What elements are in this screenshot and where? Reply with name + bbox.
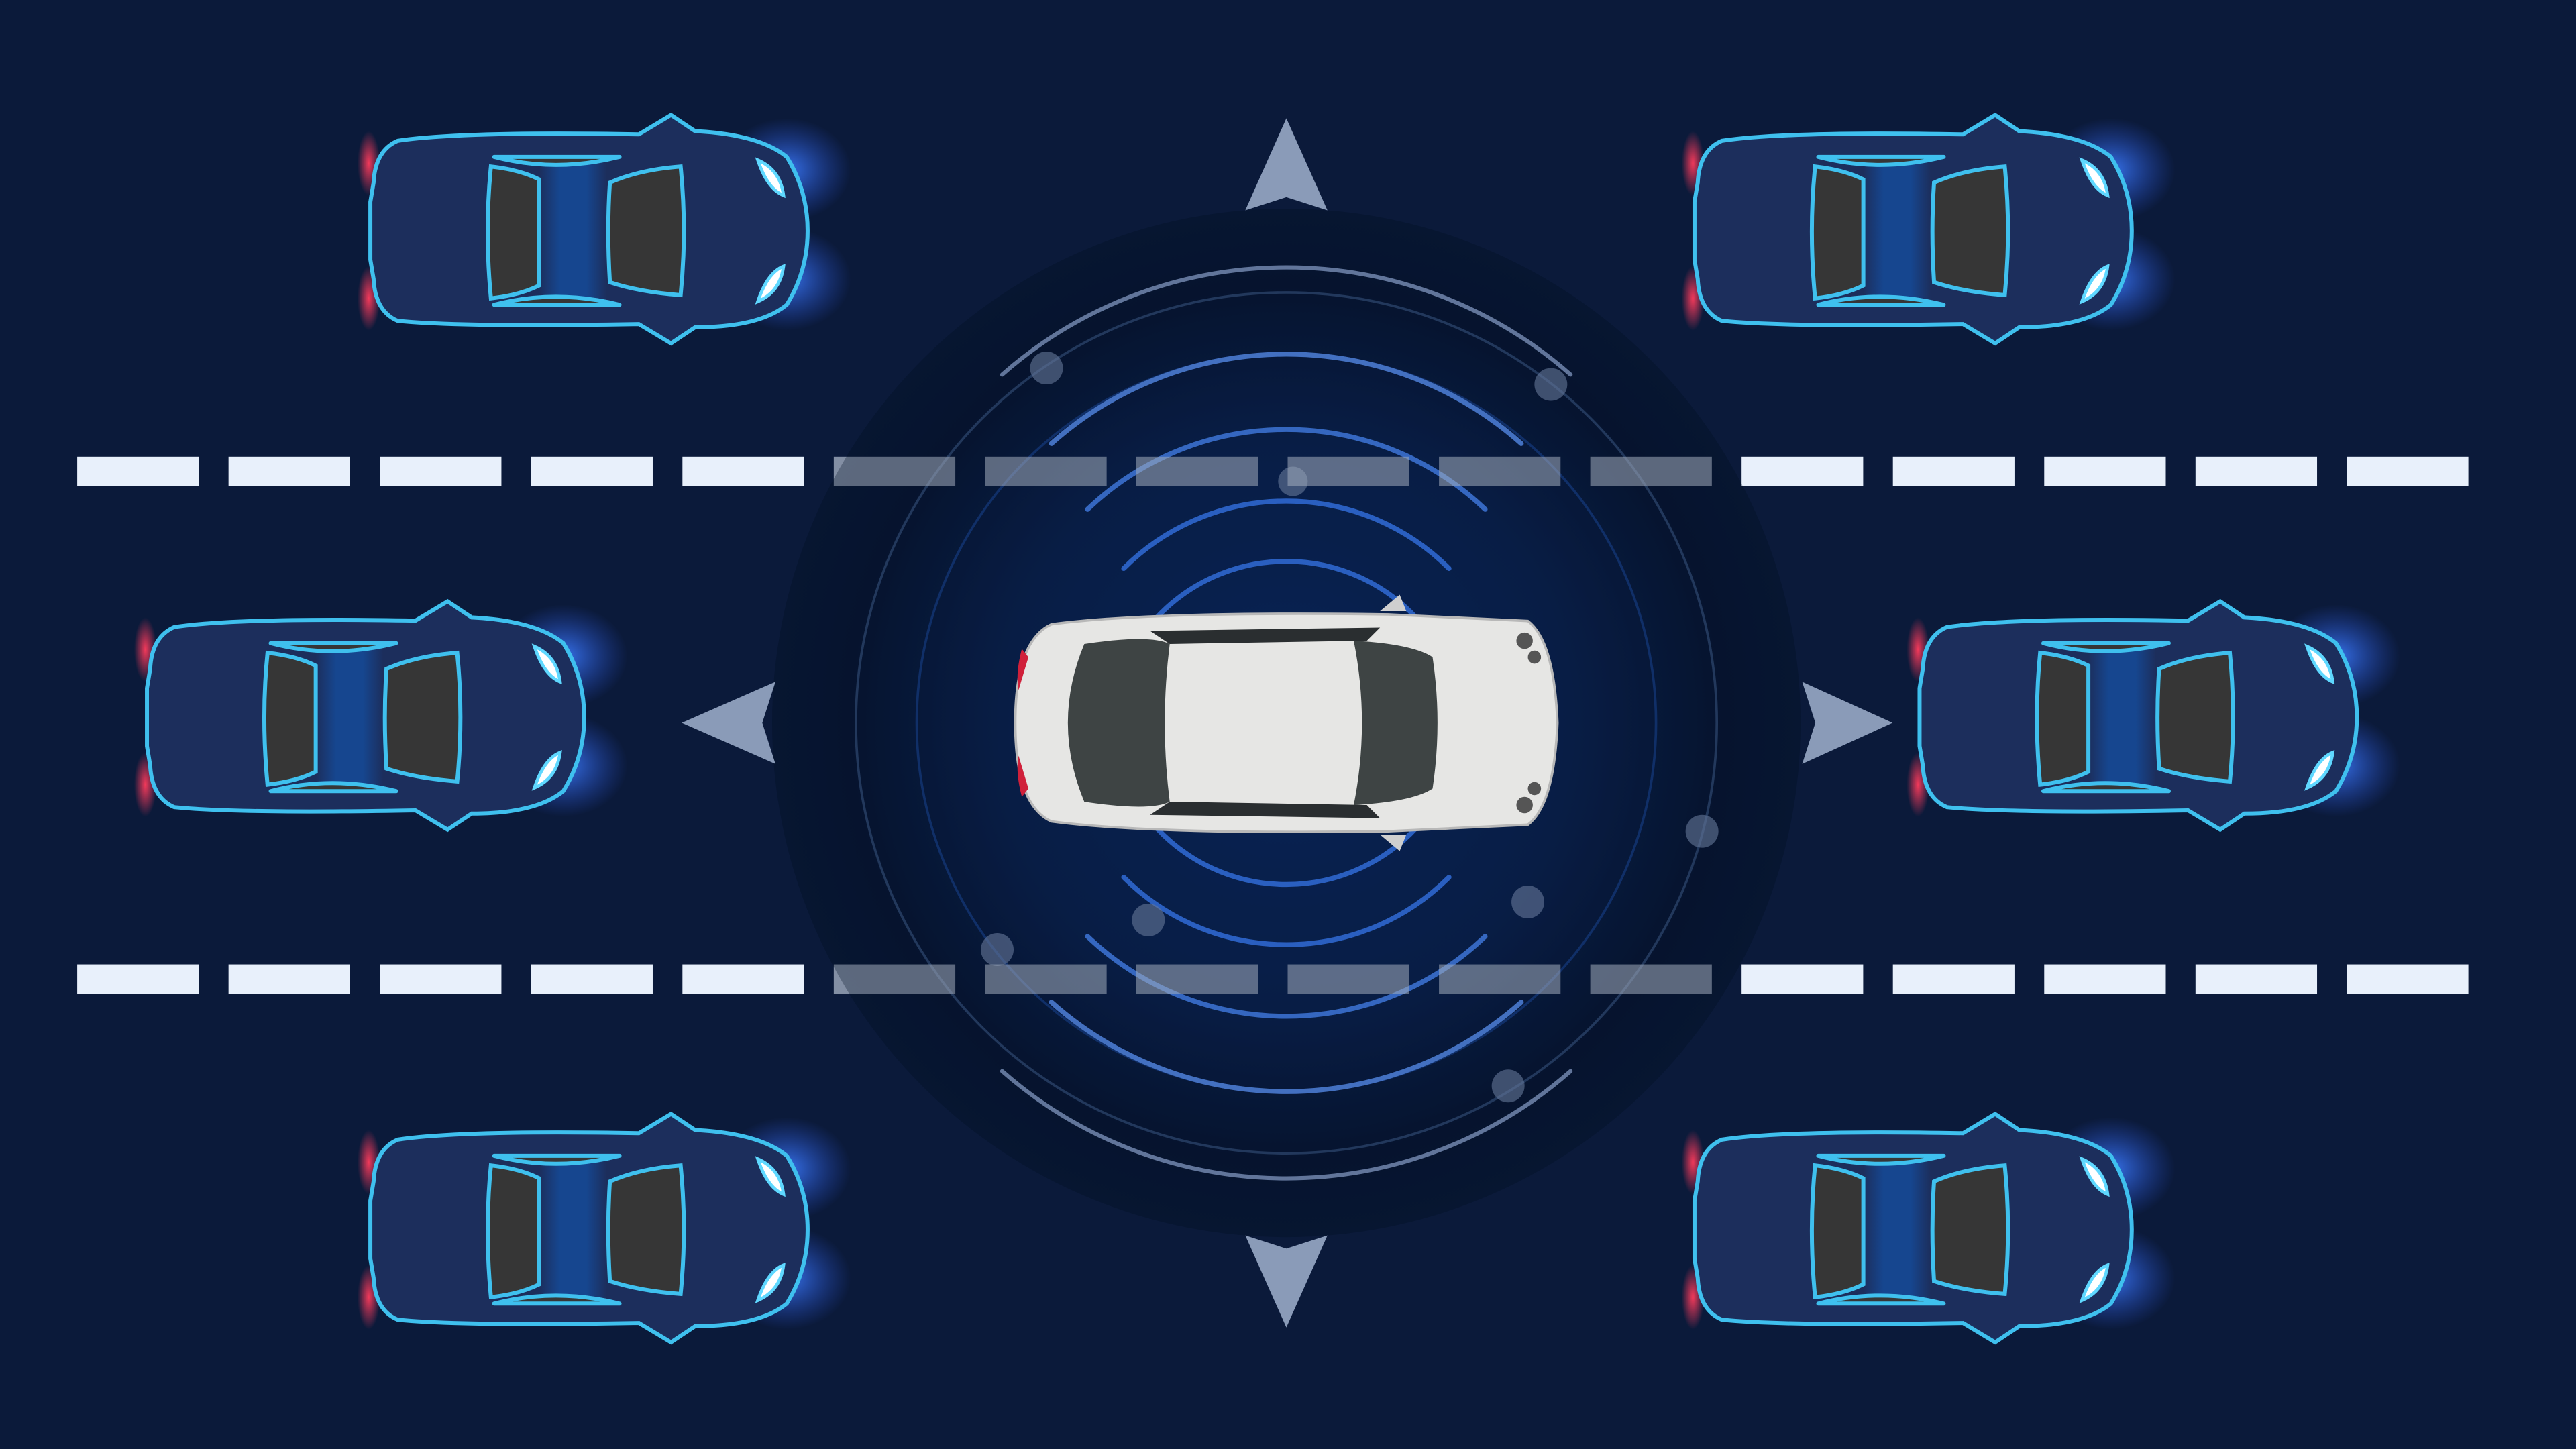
- lane-dash: [1287, 456, 1409, 486]
- car-top-right: [1682, 115, 2176, 343]
- lane-markings: [77, 456, 2469, 994]
- lane-dash: [380, 456, 502, 486]
- lane-dash: [77, 964, 199, 994]
- lane-dash: [531, 964, 653, 994]
- arrow-down-icon: [1245, 1235, 1328, 1328]
- lane-dash: [985, 456, 1107, 486]
- lane-dash: [380, 964, 502, 994]
- lane-dash: [682, 964, 804, 994]
- lane-dash: [1892, 456, 2015, 486]
- car-middle-left: [134, 601, 628, 829]
- lane-dash: [1439, 456, 1561, 486]
- ego-car: [1014, 594, 1559, 851]
- lane-dash: [1439, 964, 1561, 994]
- lane-dash: [2044, 456, 2166, 486]
- lane-dash: [2195, 964, 2318, 994]
- lane-dash: [833, 964, 956, 994]
- car-bottom-right: [1682, 1114, 2176, 1342]
- lane-dash: [1741, 456, 1864, 486]
- lane-dash: [1741, 964, 1864, 994]
- lane-dash: [1590, 456, 1712, 486]
- lane-dash: [1136, 456, 1258, 486]
- car-top-left: [358, 115, 851, 343]
- lane-dash: [228, 964, 350, 994]
- car-bottom-left: [358, 1114, 851, 1342]
- lane-dash: [1287, 964, 1409, 994]
- lane-dash: [1136, 964, 1258, 994]
- lane-dash: [2195, 456, 2318, 486]
- arrow-up-icon: [1245, 118, 1328, 211]
- car-middle-right: [1907, 601, 2400, 829]
- lane-dash: [77, 456, 199, 486]
- lane-dash: [531, 456, 653, 486]
- lane-dash: [2347, 964, 2469, 994]
- lane-dash: [1590, 964, 1712, 994]
- lane-dash: [228, 456, 350, 486]
- lane-dash: [682, 456, 804, 486]
- lane-dash: [833, 456, 956, 486]
- arrow-left-icon: [682, 682, 775, 764]
- lane-dash: [1892, 964, 2015, 994]
- lane-dash: [985, 964, 1107, 994]
- lane-dash: [2347, 456, 2469, 486]
- arrow-right-icon: [1802, 682, 1893, 764]
- lane-dash: [2044, 964, 2166, 994]
